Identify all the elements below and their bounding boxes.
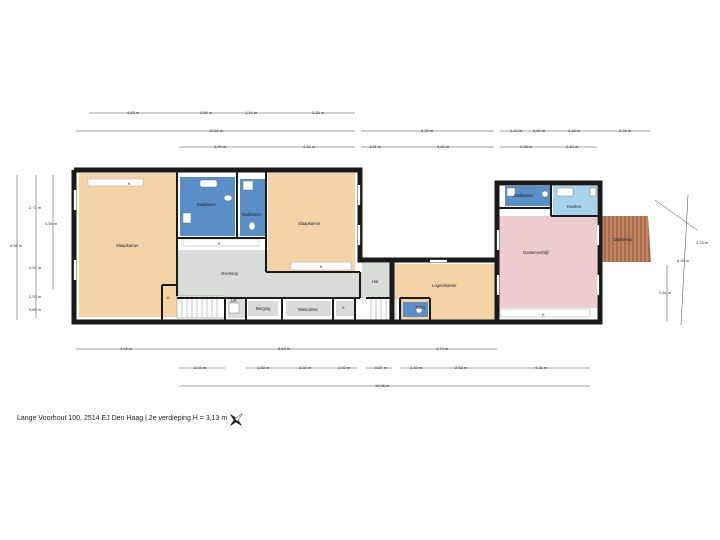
label-lift: Lift	[231, 298, 237, 303]
stairs-right	[370, 297, 402, 321]
dim-right-b: 6,26 m	[677, 258, 690, 263]
dim-right-a: 2,13 m	[696, 240, 709, 245]
label-badkamer-3: Badkamer	[514, 193, 534, 198]
dim-top-1-c: 1,14 m	[245, 110, 258, 115]
dim-bottom-2-c: 2,30 m	[299, 365, 312, 370]
label-k-6: K	[542, 312, 545, 317]
room-k-small-fill	[336, 301, 354, 316]
fixtures	[182, 179, 597, 314]
sink-icon	[182, 212, 192, 224]
dim-bottom-1-b: 5,63 m	[278, 346, 291, 351]
room-badkamer-3-fill	[505, 186, 550, 206]
dim-top-3-d: 4,82 m	[437, 144, 450, 149]
dim-left-b: 2,57 m	[29, 265, 42, 270]
dim-top-1-b: 2,54 m	[200, 110, 213, 115]
compass-icon	[229, 413, 243, 427]
toilet-icon	[223, 194, 233, 202]
dim-left-d: 0,89 m	[29, 307, 42, 312]
dim-left-c: 2,03 m	[29, 294, 42, 299]
label-k-2: K	[218, 241, 221, 246]
dim-top-3-a: 3,99 m	[214, 144, 227, 149]
label-gastenverblijf: Gastenverblijf	[523, 250, 549, 255]
room-overloop-fill	[177, 250, 268, 298]
label-hal: Hal	[372, 279, 378, 284]
label-k-5: K	[342, 305, 345, 310]
dim-bottom-2-a: 2,04 m	[194, 365, 207, 370]
toilet-3-icon	[415, 306, 423, 314]
dim-top-3-e: 2,08 m	[520, 144, 533, 149]
dim-top-1-a: 4,53 m	[127, 110, 140, 115]
label-slaapkamer-2: Slaapkamer	[298, 221, 321, 226]
dim-right-c: 2,61 m	[659, 290, 672, 295]
toilet-4-icon	[541, 190, 549, 198]
windows	[73, 185, 600, 295]
room-toilet-fill	[403, 302, 428, 317]
shower-icon	[242, 180, 254, 191]
dim-bottom-2-f: 1,10 m	[410, 365, 423, 370]
room-overloop-fill-2	[268, 272, 362, 298]
dim-top-2-c: 1,13 m	[510, 128, 523, 133]
stove-icon	[589, 187, 597, 197]
label-berging: Berging	[256, 306, 271, 311]
dim-top-1-d: 3,33 m	[312, 110, 325, 115]
dim-bottom-total: 19,06 m	[375, 383, 390, 388]
dim-bottom-1-c: 4,74 m	[436, 346, 449, 351]
dim-bottom-2-d: 1,02 m	[338, 365, 351, 370]
label-slaapkamer-1: Slaapkamer	[116, 243, 139, 248]
label-toilet: Toilet	[415, 305, 426, 310]
label-k-1: K	[128, 181, 131, 186]
dim-top-2-a: 12,61 m	[209, 128, 224, 133]
label-logeerkamer: Logeerkamer	[432, 283, 457, 288]
room-slaapkamer-2-fill	[268, 173, 355, 272]
dimension-right-cols	[654, 194, 698, 326]
dim-bottom-2-b: 1,53 m	[257, 365, 270, 370]
dim-left-a: 2,73 m	[29, 205, 42, 210]
label-badkamer-2: Badkamer	[242, 212, 262, 217]
room-dakterras-fill	[598, 216, 651, 262]
room-hal-fill	[362, 263, 392, 298]
dim-left-f: 6,68 m	[10, 243, 23, 248]
room-fills	[79, 173, 651, 320]
dim-bottom-2-h: 4,31 m	[535, 365, 548, 370]
dim-bottom-2-g: 2,82 m	[455, 365, 468, 370]
label-dakterras: Dakterras	[614, 237, 632, 242]
room-gastenverblijf-fill	[499, 216, 597, 308]
lift-cabin-icon	[228, 302, 240, 314]
room-berging-fill	[248, 301, 278, 316]
floor-plan-caption: Lange Voorhout 100, 2514 EJ Den Haag | 2…	[17, 415, 228, 422]
dim-top-2-e: 2,18 m	[568, 128, 581, 133]
label-k-3: K	[320, 264, 323, 269]
dim-top-3-f: 2,10 m	[566, 144, 579, 149]
dim-left-e: 4,54 m	[45, 221, 58, 226]
room-wasruimte-fill	[286, 301, 331, 316]
label-badkamer: Badkamer	[197, 202, 217, 207]
label-k-4: K	[167, 295, 170, 300]
label-overloop: Overloop	[221, 271, 239, 276]
toilet-2-icon	[248, 221, 256, 231]
label-keuken: Keuken	[567, 204, 582, 209]
bathtub-icon	[199, 179, 218, 188]
dim-top-2-b: 8,29 m	[421, 128, 434, 133]
dim-top-3-b: 4,10 m	[303, 144, 316, 149]
shower-2-icon	[506, 187, 516, 197]
dim-top-2-f: 2,21 m	[619, 128, 632, 133]
dim-bottom-1-a: 4,45 m	[120, 346, 133, 351]
label-wasruimte: Wasruimte	[298, 307, 319, 312]
dim-top-2-d: 0,89 m	[533, 128, 546, 133]
kitchen-counter-icon	[556, 187, 574, 197]
dim-top-3-c: 1,31 m	[369, 144, 382, 149]
room-slaapkamer-1-fill	[79, 173, 177, 317]
dimension-left-cols	[16, 175, 54, 320]
interior-walls	[161, 172, 598, 320]
dim-bottom-2-e: 0,87 m	[375, 365, 388, 370]
stairs-left	[176, 295, 226, 319]
